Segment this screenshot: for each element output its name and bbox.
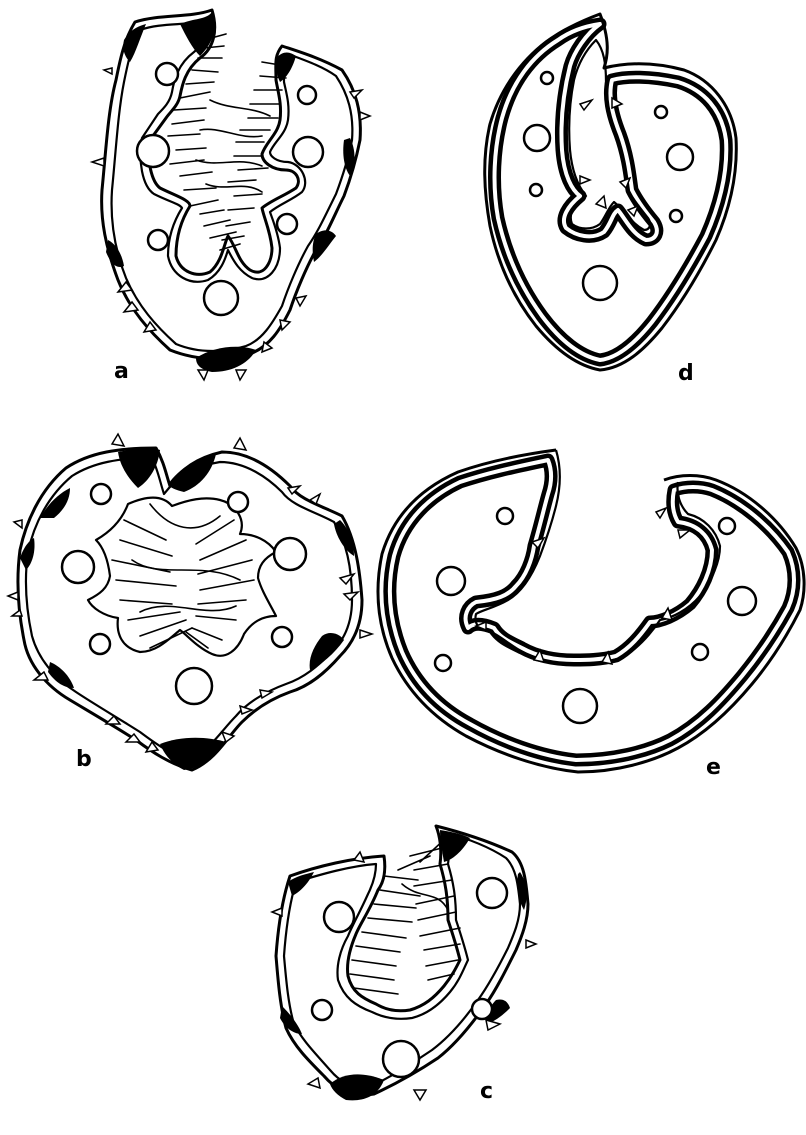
panel-e-bundle-2: [437, 567, 465, 595]
panel-a-bundle-3: [148, 230, 168, 250]
panel-a-cap-3: [123, 24, 146, 62]
panel-c-label: c: [480, 1079, 493, 1104]
panel-b-bundle-1: [91, 484, 111, 504]
panel-e-label: e: [706, 755, 721, 780]
panel-d-bundle-3: [530, 184, 542, 196]
panel-b-cap-5: [334, 520, 354, 556]
panel-e-bundle-7: [719, 518, 735, 534]
panel-e-bundle-6: [728, 587, 756, 615]
panel-b-bundle-6: [274, 538, 306, 570]
panel-a-bundle-7: [298, 86, 316, 104]
panel-b-cap-6: [48, 662, 74, 688]
panel-a: a: [92, 10, 370, 384]
panel-d-bundle-4: [583, 266, 617, 300]
panel-c-bundle-2: [312, 1000, 332, 1020]
panel-d-bundle-6: [667, 144, 693, 170]
panel-b-bundle-3: [90, 634, 110, 654]
panel-b-label: b: [76, 747, 92, 772]
panel-c-bundle-1: [324, 902, 354, 932]
panel-b-cap-7: [310, 633, 344, 670]
panel-a-bundle-6: [293, 137, 323, 167]
panel-c-bundle-5: [477, 878, 507, 908]
panel-e-bundle-5: [692, 644, 708, 660]
panel-b-hairs: [112, 504, 254, 648]
panel-e-bundle-1: [497, 508, 513, 524]
panel-e-bundle-3: [435, 655, 451, 671]
panel-d-bundle-2: [524, 125, 550, 151]
panel-a-bundle-4: [204, 281, 238, 315]
panel-a-label: a: [114, 359, 129, 384]
panel-a-bundle-2: [137, 135, 169, 167]
panel-d-label: d: [678, 361, 694, 386]
panel-a-bundle-1: [156, 63, 178, 85]
panel-b-bundle-2: [62, 551, 94, 583]
panel-b-bundle-7: [228, 492, 248, 512]
panel-b-cap-2: [168, 454, 216, 492]
panel-c: c: [272, 826, 536, 1104]
panel-d-section: [485, 14, 737, 370]
panel-c-bundle-4: [472, 999, 492, 1019]
panel-b-cap-1: [118, 449, 160, 488]
panel-b-cap-8: [160, 738, 226, 770]
panel-d: d: [485, 14, 737, 386]
panel-a-prickles: [92, 68, 370, 380]
panel-a-bundle-5: [277, 214, 297, 234]
panel-e: e: [378, 450, 804, 780]
panel-d-bundle-1: [541, 72, 553, 84]
panel-b: b: [8, 434, 372, 772]
panel-a-cap-6: [313, 230, 336, 262]
panel-b-bundle-5: [272, 627, 292, 647]
panel-d-bundle-7: [655, 106, 667, 118]
panel-b-bundle-4: [176, 668, 212, 704]
panel-d-bundle-5: [670, 210, 682, 222]
panel-c-bundle-3: [383, 1041, 419, 1077]
panel-e-bundle-4: [563, 689, 597, 723]
